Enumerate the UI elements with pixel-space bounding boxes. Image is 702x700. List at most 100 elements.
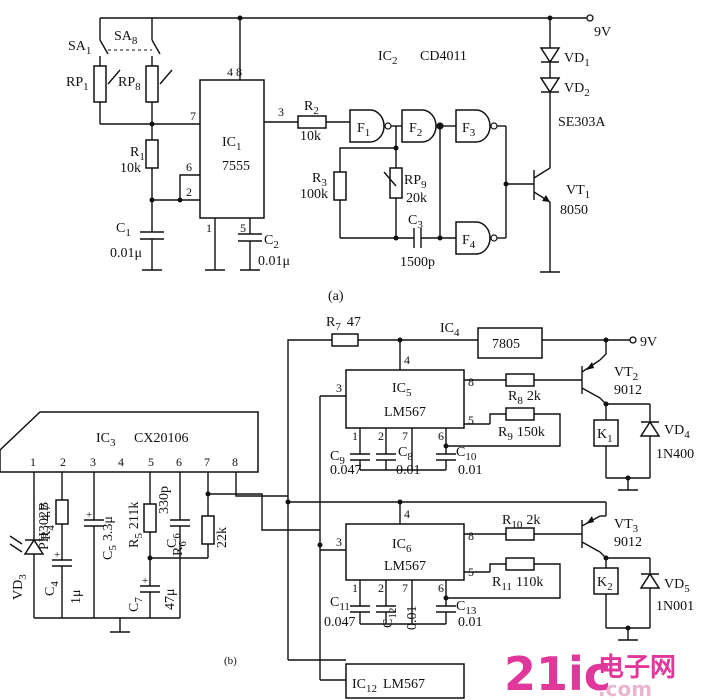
watermark-url: .com [598, 677, 652, 700]
c2-value: 0.01μ [258, 254, 290, 269]
ic2-label: IC2 [378, 49, 398, 67]
wire [599, 340, 607, 361]
vt2-part: 9012 [614, 383, 642, 398]
ic1-pin-3: 3 [278, 105, 284, 119]
vt1-arrow [542, 195, 550, 202]
ic1-pin-7: 7 [190, 109, 196, 123]
supply-terminal-a [586, 14, 594, 22]
junction [503, 181, 509, 187]
wire-output [208, 493, 320, 531]
ic6-label: IC6 [392, 537, 412, 555]
vt2-collector [581, 387, 601, 399]
wire [489, 413, 506, 424]
wire-supply-bus [287, 339, 332, 660]
ic6-box [345, 523, 465, 581]
ic4-part: 7805 [492, 337, 520, 352]
ic3-label: IC3 [96, 431, 116, 449]
ic1-pin-6: 6 [186, 160, 192, 174]
k2-relay [593, 567, 619, 595]
r4-resistor [55, 499, 69, 525]
gate-f3-label: F3 [462, 121, 476, 139]
ic3-pin-3: 3 [90, 455, 96, 469]
ic1-label: IC1 [222, 135, 242, 153]
vd2-led [539, 77, 561, 94]
ic5-pin-2: 2 [378, 429, 384, 443]
c3-value: 1500p [400, 255, 435, 270]
vt3-arrow [586, 516, 594, 524]
vt2-label: VT2 [614, 365, 638, 383]
c2-label: C2 [264, 233, 279, 251]
c7-plus: + [142, 575, 148, 587]
r8-resistor [505, 373, 535, 387]
vd5-diode [639, 572, 661, 589]
vt1-collector [533, 167, 551, 179]
watermark: 21ic 电子网 .com [504, 647, 676, 700]
ic1-pin-1: 1 [206, 221, 212, 235]
ic6-part: LM567 [384, 559, 426, 574]
c10-value: 0.01 [458, 463, 483, 478]
gate-f4 [455, 221, 491, 255]
ic3-pin-4: 4 [118, 455, 124, 469]
watermark-cn: 电子网 [598, 653, 676, 683]
circuit-a: 9V SA1 SA8 RP1 RP8 7 R1 10k 6 2 C1 0.01μ… [66, 14, 611, 304]
junction [443, 595, 449, 601]
gate-f2-label: F2 [409, 121, 422, 139]
c1-value: 0.01μ [110, 246, 142, 261]
ic3-part: CX20106 [134, 431, 188, 446]
gate-f4-label: F4 [462, 233, 476, 251]
gate-f1-bubble [384, 122, 392, 130]
gate-f1-label: F1 [357, 121, 370, 139]
caption-b: (b) [224, 655, 237, 667]
supply-terminal-b [629, 336, 637, 344]
k2-label: K2 [597, 575, 613, 593]
supply-label-b: 9V [640, 335, 657, 350]
c8-label: C8 [398, 445, 413, 463]
ic1-pin-5: 5 [240, 221, 246, 235]
ic6-pin-2: 2 [378, 581, 384, 595]
ic4-box [477, 327, 543, 359]
c7-value: 47μ [163, 588, 178, 610]
r3-resistor [333, 171, 347, 201]
c12-label: C12 [381, 608, 399, 628]
sa1-label: SA1 [68, 39, 91, 57]
vt3-label: VT3 [614, 517, 639, 535]
junction [603, 401, 609, 407]
ic3-pin-5: 5 [148, 455, 154, 469]
junction [393, 235, 399, 241]
gate-f2 [401, 109, 437, 143]
ic3-pin-2: 2 [60, 455, 66, 469]
r5-resistor [143, 503, 157, 533]
c6-value: 330p [157, 486, 172, 514]
junction [147, 555, 153, 561]
r1-label: R1 [130, 145, 145, 163]
c11-value: 0.047 [324, 615, 356, 630]
ic1-box [199, 79, 265, 219]
ic6-pin-3: 3 [336, 535, 342, 549]
junction [149, 197, 155, 203]
ic5-pin-3: 3 [336, 381, 342, 395]
gate-f3 [455, 109, 491, 143]
vd2-label: VD2 [564, 81, 590, 99]
r11-resistor [505, 557, 535, 571]
c4-label: C4 [43, 581, 61, 596]
vd4-label: VD4 [664, 423, 690, 441]
ic5-pin-5: 5 [468, 413, 474, 427]
led-part: SE303A [558, 115, 606, 130]
vt3-collector [581, 541, 601, 553]
r2-resistor [297, 115, 327, 129]
wire [339, 126, 397, 172]
ic5-box [345, 369, 465, 429]
junction [603, 555, 609, 561]
vd5-label: VD5 [664, 577, 690, 595]
k1-relay [593, 419, 619, 447]
ic5-pin-8: 8 [468, 375, 474, 389]
wire [446, 563, 561, 599]
ic6-pin-6: 6 [438, 581, 444, 595]
light-ray-icon [9, 535, 23, 545]
vd4-diode [639, 420, 661, 437]
watermark-brand: 21ic [504, 647, 611, 700]
